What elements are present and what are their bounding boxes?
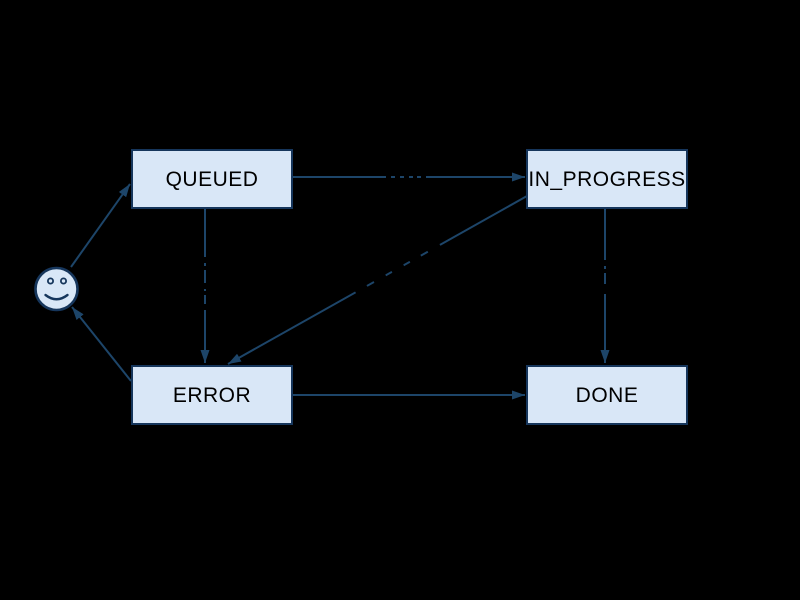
- node-in-progress-label: IN_PROGRESS: [528, 168, 685, 191]
- edge-label-occlusions: [203, 175, 607, 310]
- smiley-eye-left: [47, 277, 55, 285]
- node-error: ERROR: [131, 365, 293, 425]
- node-error-box: [131, 365, 293, 425]
- smiley-face-start-node: [34, 266, 79, 312]
- node-in-progress: IN_PROGRESS: [526, 149, 688, 209]
- node-queued-box: [131, 149, 293, 209]
- node-in-progress-box: [526, 149, 688, 209]
- node-queued-label: QUEUED: [166, 168, 259, 191]
- smiley-mouth: [44, 293, 69, 301]
- edge-start-to-queued: [70, 183, 131, 268]
- node-done: DONE: [526, 365, 688, 425]
- smiley-eye-right: [60, 277, 68, 285]
- node-done-box: [526, 365, 688, 425]
- node-queued: QUEUED: [131, 149, 293, 209]
- edge-error-to-start: [71, 306, 132, 382]
- node-error-label: ERROR: [173, 384, 251, 407]
- smiley-head: [34, 266, 79, 312]
- node-done-label: DONE: [576, 384, 639, 407]
